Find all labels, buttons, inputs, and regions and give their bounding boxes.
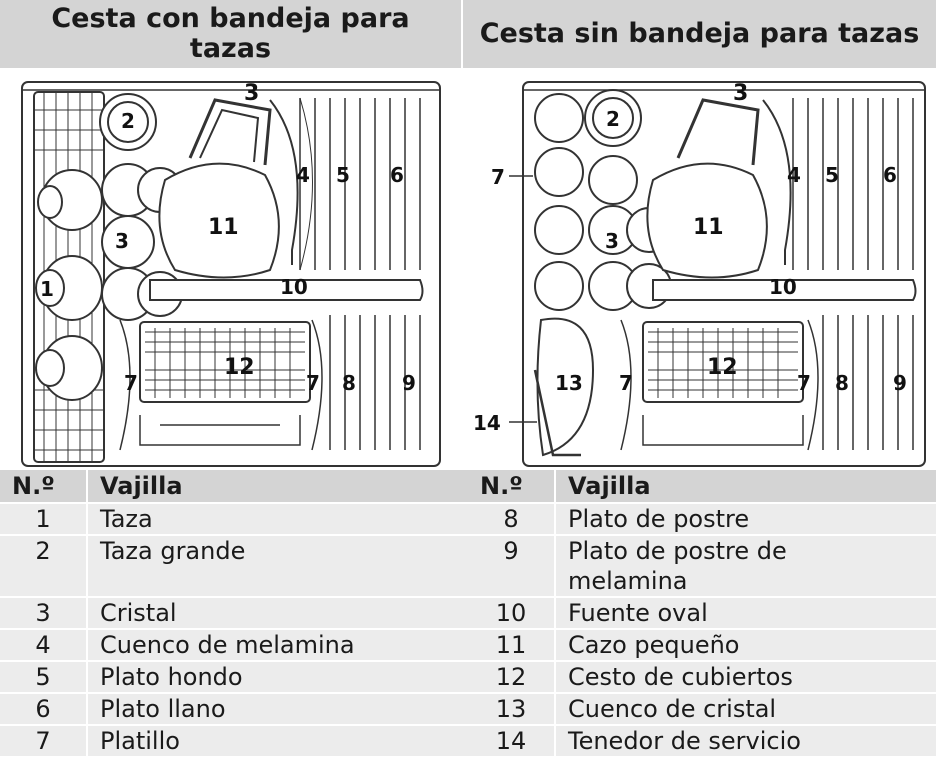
figure-label: 3: [115, 229, 129, 253]
figure-label: 11: [693, 215, 724, 240]
figure-label: 6: [390, 163, 404, 187]
basket-with-cup-tray-illustration: 3 2 3 1 4 5 6 11 10 12 7 7 8 9: [0, 70, 461, 470]
table-row: 4 Cuenco de melamina: [0, 628, 468, 660]
row-item: Cesto de cubiertos: [554, 662, 936, 692]
column-header-number: N.º: [480, 472, 523, 500]
table-row: 12 Cesto de cubiertos: [468, 660, 936, 692]
legend-table-left: N.º Vajilla 1 Taza 2 Taza grande 3 Crist…: [0, 470, 468, 756]
row-number: 4: [35, 631, 51, 659]
row-number: 1: [35, 505, 51, 533]
row-number: 8: [503, 505, 519, 533]
column-header-item: Vajilla: [554, 470, 936, 502]
figure-label: 4: [296, 163, 310, 187]
row-number: 14: [495, 727, 527, 755]
column-header-number: N.º: [12, 472, 55, 500]
figure-label: 9: [893, 371, 907, 395]
table-row: 7 Platillo: [0, 724, 468, 756]
table-header-row: N.º Vajilla: [468, 470, 936, 502]
table-header-row: N.º Vajilla: [0, 470, 468, 502]
row-item: Taza grande: [86, 536, 468, 596]
row-item: Cuenco de melamina: [86, 630, 468, 660]
table-row: 5 Plato hondo: [0, 660, 468, 692]
figure-label: 6: [883, 163, 897, 187]
figure-label: 8: [835, 371, 849, 395]
row-item: Cazo pequeño: [554, 630, 936, 660]
figure-label: 5: [825, 163, 839, 187]
figure-label: 13: [555, 371, 583, 395]
divider: [0, 68, 936, 70]
column-header-item: Vajilla: [86, 470, 468, 502]
figure-label: 3: [733, 81, 748, 106]
figure-label: 1: [40, 277, 54, 301]
figure-label: 2: [121, 109, 135, 133]
divider: [461, 0, 463, 470]
row-item: Platillo: [86, 726, 468, 756]
table-row: 13 Cuenco de cristal: [468, 692, 936, 724]
row-number: 5: [35, 663, 51, 691]
row-number: 7: [35, 727, 51, 755]
basket-without-cup-tray-drawing: 3 2 7 3 4 5 6 11 10 12 13 7 7 8 9 14: [473, 81, 926, 467]
figure-label: 7: [124, 371, 138, 395]
row-item: Taza: [86, 504, 468, 534]
row-number: 6: [35, 695, 51, 723]
table-row: 8 Plato de postre: [468, 502, 936, 534]
table-row: 2 Taza grande: [0, 534, 468, 596]
figure-label: 7: [619, 371, 633, 395]
header-without-cup-tray: Cesta sin bandeja para tazas: [463, 0, 936, 68]
figure-label: 8: [342, 371, 356, 395]
row-number: 13: [495, 695, 527, 723]
figure-label: 11: [208, 215, 239, 240]
row-number: 9: [503, 537, 519, 565]
figure-label: 10: [280, 275, 308, 299]
row-number: 3: [35, 599, 51, 627]
figure-label: 3: [605, 229, 619, 253]
figure-label: 10: [769, 275, 797, 299]
row-item: Tenedor de servicio: [554, 726, 936, 756]
row-number: 11: [495, 631, 527, 659]
table-row: 6 Plato llano: [0, 692, 468, 724]
row-item: Plato llano: [86, 694, 468, 724]
figure-label: 5: [336, 163, 350, 187]
row-item: Fuente oval: [554, 598, 936, 628]
table-row: 14 Tenedor de servicio: [468, 724, 936, 756]
figure-label: 7: [306, 371, 320, 395]
figure-label: 2: [606, 107, 620, 131]
table-row: 1 Taza: [0, 502, 468, 534]
row-number: 2: [35, 537, 51, 565]
row-number: 12: [495, 663, 527, 691]
row-item: Plato de postre: [554, 504, 936, 534]
figure-label: 4: [787, 163, 801, 187]
header-with-cup-tray: Cesta con bandeja para tazas: [0, 0, 461, 68]
row-item: Plato hondo: [86, 662, 468, 692]
table-row: 10 Fuente oval: [468, 596, 936, 628]
figure-label: 14: [473, 411, 501, 435]
row-item: Plato de postre de melamina: [554, 536, 936, 596]
figure-label: 12: [707, 355, 738, 380]
figure-label: 3: [244, 81, 259, 106]
table-row: 3 Cristal: [0, 596, 468, 628]
legend-table-right: N.º Vajilla 8 Plato de postre 9 Plato de…: [468, 470, 936, 756]
figure-label: 7: [797, 371, 811, 395]
table-row: 9 Plato de postre de melamina: [468, 534, 936, 596]
figure-label: 9: [402, 371, 416, 395]
table-row: 11 Cazo pequeño: [468, 628, 936, 660]
row-item: Cuenco de cristal: [554, 694, 936, 724]
basket-without-cup-tray-illustration: 3 2 7 3 4 5 6 11 10 12 13 7 7 8 9 14: [463, 70, 936, 470]
basket-with-cup-tray-drawing: 3 2 3 1 4 5 6 11 10 12 7 7 8 9: [21, 81, 441, 467]
row-item: Cristal: [86, 598, 468, 628]
figure-label: 7: [491, 165, 505, 189]
figure-label: 12: [224, 355, 255, 380]
row-number: 10: [495, 599, 527, 627]
